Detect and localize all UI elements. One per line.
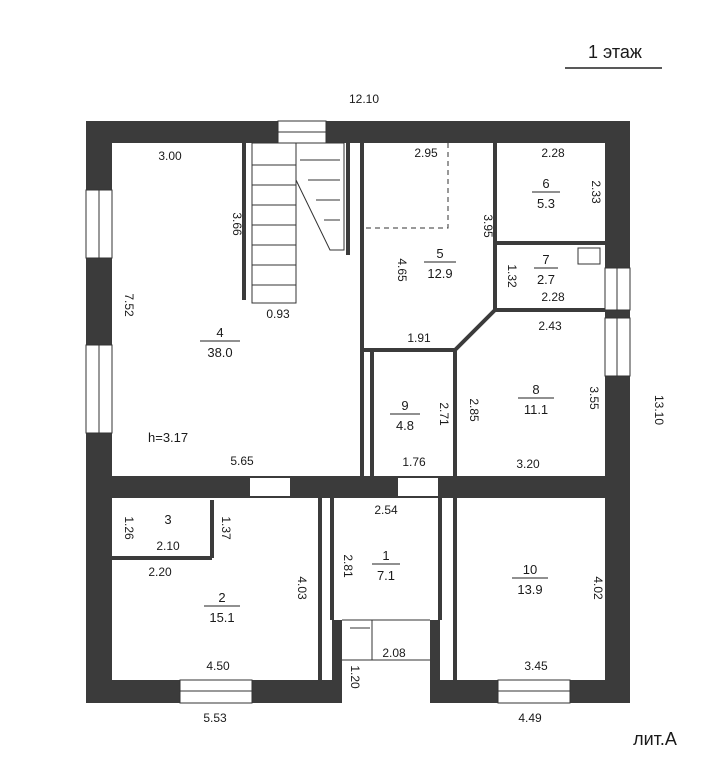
dim-r6-side: 2.33 [589,180,603,204]
room-4-area: 38.0 [207,345,232,360]
dim-r1-porch-w: 2.08 [382,646,406,660]
dim-r5-h: 4.65 [395,258,409,282]
dim-r8-top: 2.43 [538,319,562,333]
room-7-fixture [577,247,601,265]
dim-r5-bottom: 1.91 [407,331,431,345]
dim-left: 7.52 [122,293,136,317]
dim-r7-bottom: 2.28 [541,290,565,304]
dim-r3-bottom: 2.10 [156,539,180,553]
dim-top: 12.10 [349,92,379,106]
dim-r2-side: 4.03 [295,576,309,600]
dim-r6-top: 2.28 [541,146,565,160]
ceiling-height: h=3.17 [148,430,188,445]
room-8-number: 8 [532,382,539,397]
room-6: 2.28 2.33 6 5.3 [532,146,603,211]
room-5: 2.95 3.95 4.65 5 12.9 1.91 [395,146,495,345]
dim-r8-left: 2.85 [467,398,481,422]
room-8-area: 11.1 [524,402,548,417]
dim-r5-top: 2.95 [414,146,438,160]
interior-walls [86,143,630,680]
room-2-number: 2 [218,590,225,605]
room-6-number: 6 [542,176,549,191]
dim-r7-side: 1.32 [505,264,519,288]
dim-r9-side: 2.71 [437,402,451,426]
dim-r1-side: 2.81 [341,554,355,578]
dim-r10-bottom: 3.45 [524,659,548,673]
room-9: 9 4.8 2.71 1.76 [390,398,451,469]
letter-label: лит.А [633,729,677,749]
dim-r9-bottom: 1.76 [402,455,426,469]
room-1-area: 7.1 [377,568,395,583]
room-6-area: 5.3 [537,196,555,211]
room-8: 2.43 3.55 2.85 8 11.1 3.20 [467,319,601,471]
dim-bottom-right: 4.49 [518,711,542,725]
dim-r8-bottom: 3.20 [516,457,540,471]
floor-title: 1 этаж [588,42,642,62]
dim-r4-stair-h: 3.66 [230,212,244,236]
dim-r3-left: 1.26 [122,516,136,540]
room-10: 10 13.9 4.02 3.45 [512,562,605,673]
room-2: 2.20 4.03 2 15.1 4.50 [148,565,309,673]
dim-r8-side: 3.55 [587,386,601,410]
room-4-number: 4 [216,325,223,340]
dim-r3-right: 1.37 [219,516,233,540]
room-4: 3.00 3.66 0.93 4 38.0 h=3.17 5.65 [148,149,290,468]
dim-right: 13.10 [652,395,666,425]
dim-r2-bottom: 4.50 [206,659,230,673]
room-7: 7 2.7 1.32 2.28 [505,252,565,304]
room-9-area: 4.8 [396,418,414,433]
room-3: 3 1.26 1.37 2.10 [122,512,233,553]
room-2-area: 15.1 [209,610,234,625]
room-7-area: 2.7 [537,272,555,287]
dim-r1-top: 2.54 [374,503,398,517]
dim-r4-stair-w: 0.93 [266,307,290,321]
room-5-number: 5 [436,246,443,261]
room-5-niche [362,143,449,229]
room-10-number: 10 [523,562,537,577]
dim-r4-bottom: 5.65 [230,454,254,468]
room-9-number: 9 [401,398,408,413]
room-1: 2.54 2.81 1 7.1 2.08 1.20 [341,503,406,689]
room-5-area: 12.9 [427,266,452,281]
windows [85,120,631,704]
room-10-area: 13.9 [517,582,542,597]
room-7-number: 7 [542,252,549,267]
dim-r2-top: 2.20 [148,565,172,579]
dim-bottom-left: 5.53 [203,711,227,725]
dim-r4-top: 3.00 [158,149,182,163]
dim-r10-side: 4.02 [591,576,605,600]
staircase [251,142,345,304]
dim-r5-side: 3.95 [481,214,495,238]
dim-r1-porch-h: 1.20 [348,665,362,689]
room-1-number: 1 [382,548,389,563]
room-3-number: 3 [164,512,171,527]
